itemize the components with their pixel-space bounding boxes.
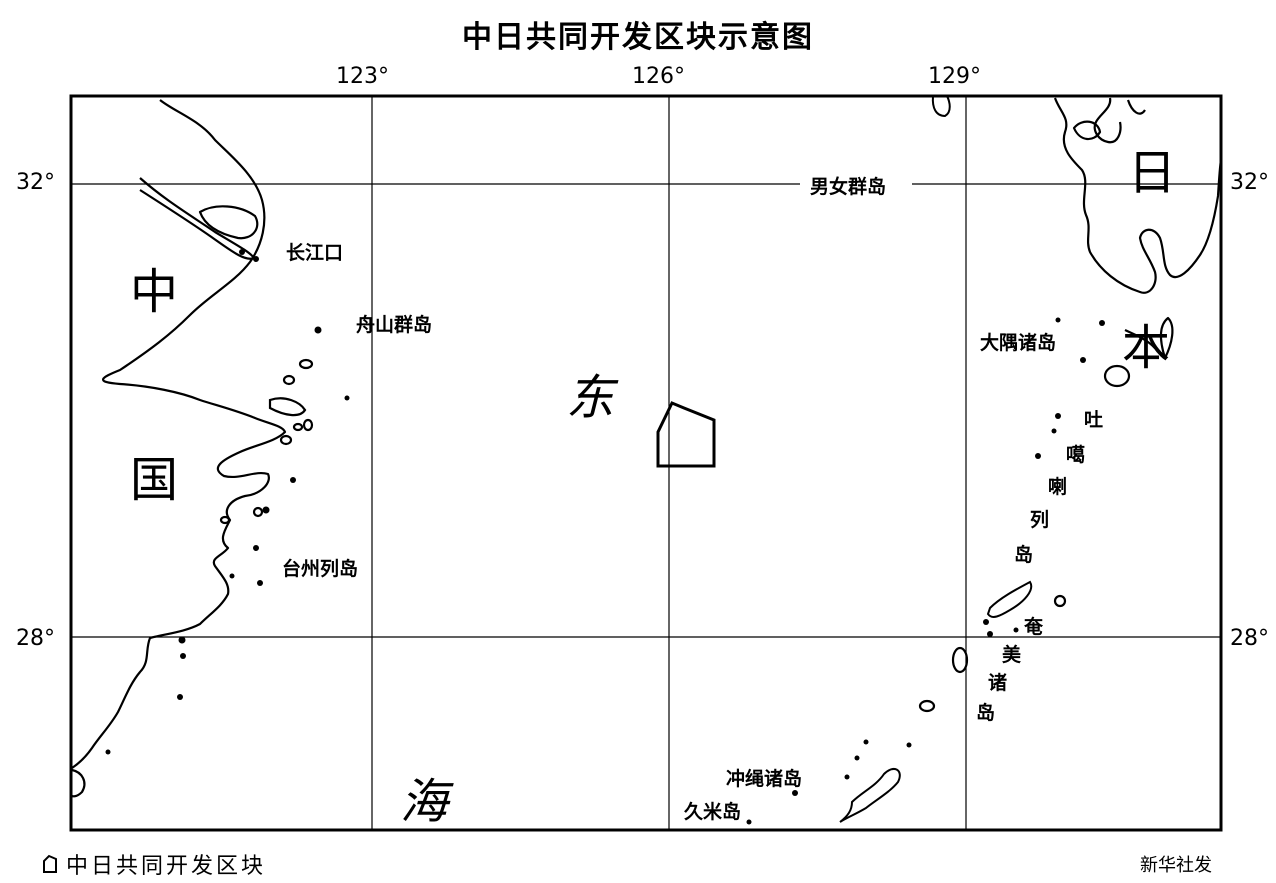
sea-label-hai: 海 [400, 774, 449, 830]
place-tokara-2: 噶 [1066, 444, 1086, 466]
grid-lines [71, 96, 1221, 830]
place-amami-3: 诸 [988, 672, 1008, 694]
lat-tick-28-left: 28° [16, 626, 55, 651]
lon-tick-123: 123° [336, 64, 389, 89]
region-label-japan-1: 日 [1128, 145, 1177, 201]
place-okinawa: 冲绳诸岛 [726, 768, 803, 790]
legend-label: 中日共同开发区块 [66, 854, 267, 879]
map-title: 中日共同开发区块示意图 [462, 20, 814, 55]
map-frame [69, 94, 1223, 832]
place-tokara-1: 吐 [1084, 409, 1104, 431]
region-label-china-1: 中 [130, 264, 179, 320]
legend: 中日共同开发区块 [42, 848, 266, 880]
place-tokara-5: 岛 [1014, 544, 1034, 566]
place-amami-2: 美 [1002, 644, 1022, 666]
place-nannv: 男女群岛 [806, 172, 891, 199]
place-tokara-3: 喇 [1048, 476, 1068, 498]
place-dayu: 大隅诸岛 [980, 332, 1057, 354]
lat-tick-32-left: 32° [16, 170, 55, 195]
china-islands [219, 358, 1131, 713]
lon-tick-126: 126° [632, 64, 685, 89]
place-zhoushan: 舟山群岛 [356, 314, 433, 336]
lon-tick-129: 129° [928, 64, 981, 89]
ryukyu-islets [746, 317, 1105, 825]
place-amami-1: 奄 [1024, 616, 1044, 638]
sea-label-dong: 东 [566, 370, 615, 426]
zone-outline-icon [43, 854, 57, 873]
china-islets [105, 249, 350, 755]
place-tokara-4: 列 [1030, 509, 1050, 531]
region-label-china-2: 国 [130, 452, 179, 508]
lat-tick-28-right: 28° [1230, 626, 1269, 651]
joint-development-zone [656, 401, 716, 468]
place-amami-4: 岛 [976, 702, 996, 724]
region-label-japan-2: 本 [1122, 320, 1171, 376]
place-changjiangkou: 长江口 [286, 242, 344, 264]
japan-coastline [1053, 97, 1223, 360]
place-kume: 久米岛 [684, 801, 742, 823]
japan-islets [839, 95, 1033, 823]
place-taizhou: 台州列岛 [282, 558, 359, 580]
source-credit: 新华社发 [1140, 855, 1212, 876]
china-coastline [71, 99, 287, 798]
lat-tick-32-right: 32° [1230, 170, 1269, 195]
